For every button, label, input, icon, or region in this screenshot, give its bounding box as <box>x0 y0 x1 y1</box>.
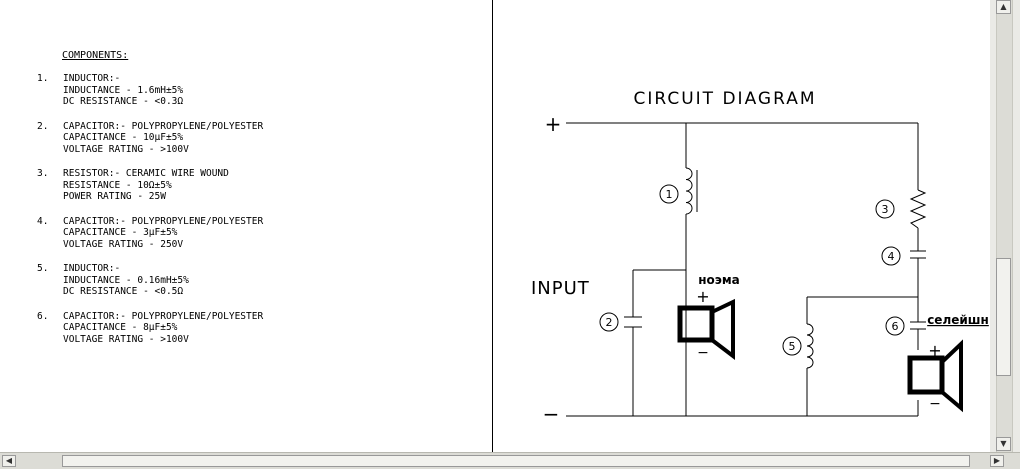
component-line: VOLTAGE RATING - >100V <box>63 333 189 345</box>
component-line: CAPACITOR:- POLYPROPYLENE/POLYESTER <box>63 120 264 132</box>
callout-circle-6 <box>885 316 905 336</box>
components-panel: COMPONENTS: 1.INDUCTOR:-INDUCTANCE - 1.6… <box>0 0 492 452</box>
tweeter-plus: + <box>928 341 941 360</box>
diagram-title: CIRCUIT DIAGRAM <box>634 89 817 109</box>
callout-circle-4 <box>881 246 901 266</box>
input-label: INPUT <box>531 278 590 299</box>
panel-divider <box>492 0 493 452</box>
component-details: INDUCTOR:-INDUCTANCE - 1.6mH±5%DC RESIST… <box>63 73 183 108</box>
component-line: CAPACITANCE - 10μF±5% <box>63 132 184 143</box>
component-line: DC RESISTANCE - <0.3Ω <box>63 96 184 107</box>
input-minus: − <box>543 402 560 426</box>
input-plus: + <box>545 112 562 136</box>
component-item: 1. INDUCTOR:-INDUCTANCE - 1.6mH±5%DC RESI… <box>37 73 263 108</box>
callout-circle-3 <box>875 199 895 219</box>
component-number: 1. <box>37 73 49 84</box>
component-line: CAPACITANCE - 8μF±5% <box>63 322 178 333</box>
tweeter-speaker-icon <box>907 355 945 395</box>
component-line: RESISTOR:- CERAMIC WIRE WOUND <box>63 168 229 179</box>
callout-circle-2 <box>599 312 619 332</box>
component-line: DC RESISTANCE - <0.5Ω <box>63 286 184 297</box>
woofer-cone <box>710 298 735 361</box>
component-line: VOLTAGE RATING - >100V <box>63 143 189 155</box>
callout-circles <box>599 184 905 356</box>
component-line: CAPACITOR:- POLYPROPYLENE/POLYESTER <box>63 215 264 227</box>
scroll-left-icon[interactable]: ◀ <box>2 455 16 467</box>
component-line: INDUCTANCE - 0.16mH±5% <box>63 274 189 286</box>
callout-label-6: 6 <box>892 320 899 333</box>
vertical-scroll-track[interactable] <box>996 0 1013 452</box>
callout-label-4: 4 <box>888 250 895 263</box>
component-details: INDUCTOR:-INDUCTANCE - 0.16mH±5%DC RESIS… <box>63 263 189 298</box>
callout-label-2: 2 <box>606 316 613 329</box>
callout-label-1: 1 <box>666 188 673 201</box>
inductor-1 <box>685 167 693 215</box>
component-line: INDUCTANCE - 1.6mH±5% <box>63 84 184 96</box>
components-list: 1.INDUCTOR:-INDUCTANCE - 1.6mH±5%DC RESI… <box>37 73 263 358</box>
resistor-3 <box>909 189 927 229</box>
woofer-minus: − <box>697 345 709 361</box>
woofer-plus: + <box>696 287 709 306</box>
scroll-up-icon[interactable]: ▲ <box>996 0 1011 14</box>
woofer-speaker-icon <box>677 305 715 343</box>
callout-label-5: 5 <box>789 340 796 353</box>
scroll-down-icon[interactable]: ▼ <box>996 437 1011 451</box>
circuit-diagram: 1 2 3 4 5 6 CIRCUIT DIAGRAM INPUT + − + … <box>531 89 989 426</box>
component-line: INDUCTOR:- <box>63 263 121 274</box>
horizontal-scroll-thumb[interactable] <box>62 455 970 467</box>
tweeter-minus: − <box>929 396 941 412</box>
component-number: 6. <box>37 310 49 322</box>
inductor-5 <box>806 323 814 369</box>
component-line: POWER RATING - 25W <box>63 191 166 202</box>
woofer-label: ноэма <box>698 273 740 287</box>
component-number: 2. <box>37 120 49 132</box>
tweeter-label: селейшн <box>927 313 989 327</box>
wires <box>566 122 919 417</box>
component-line: RESISTANCE - 10Ω±5% <box>63 179 172 191</box>
diagram-panel: 1 2 3 4 5 6 CIRCUIT DIAGRAM INPUT + − + … <box>493 0 990 452</box>
callout-circle-5 <box>782 336 802 356</box>
vertical-scrollbar[interactable]: ▲ ▼ <box>990 0 1020 452</box>
callout-label-3: 3 <box>882 203 889 216</box>
tweeter-cone <box>940 339 963 413</box>
component-line: CAPACITOR:- POLYPROPYLENE/POLYESTER <box>63 310 264 322</box>
component-number: 5. <box>37 263 49 274</box>
horizontal-scrollbar[interactable]: ◀ ▶ <box>0 452 1020 469</box>
callout-circle-1 <box>659 184 679 204</box>
component-number: 3. <box>37 168 49 179</box>
component-line: VOLTAGE RATING - 250V <box>63 238 184 250</box>
component-item: 5. INDUCTOR:-INDUCTANCE - 0.16mH±5%DC RES… <box>37 263 263 298</box>
scroll-right-icon[interactable]: ▶ <box>990 455 1004 467</box>
component-line: CAPACITANCE - 3μF±5% <box>63 227 178 238</box>
components-title: COMPONENTS: <box>62 50 129 61</box>
vertical-scroll-thumb[interactable] <box>996 258 1011 376</box>
component-line: INDUCTOR:- <box>63 73 121 84</box>
component-number: 4. <box>37 215 49 227</box>
